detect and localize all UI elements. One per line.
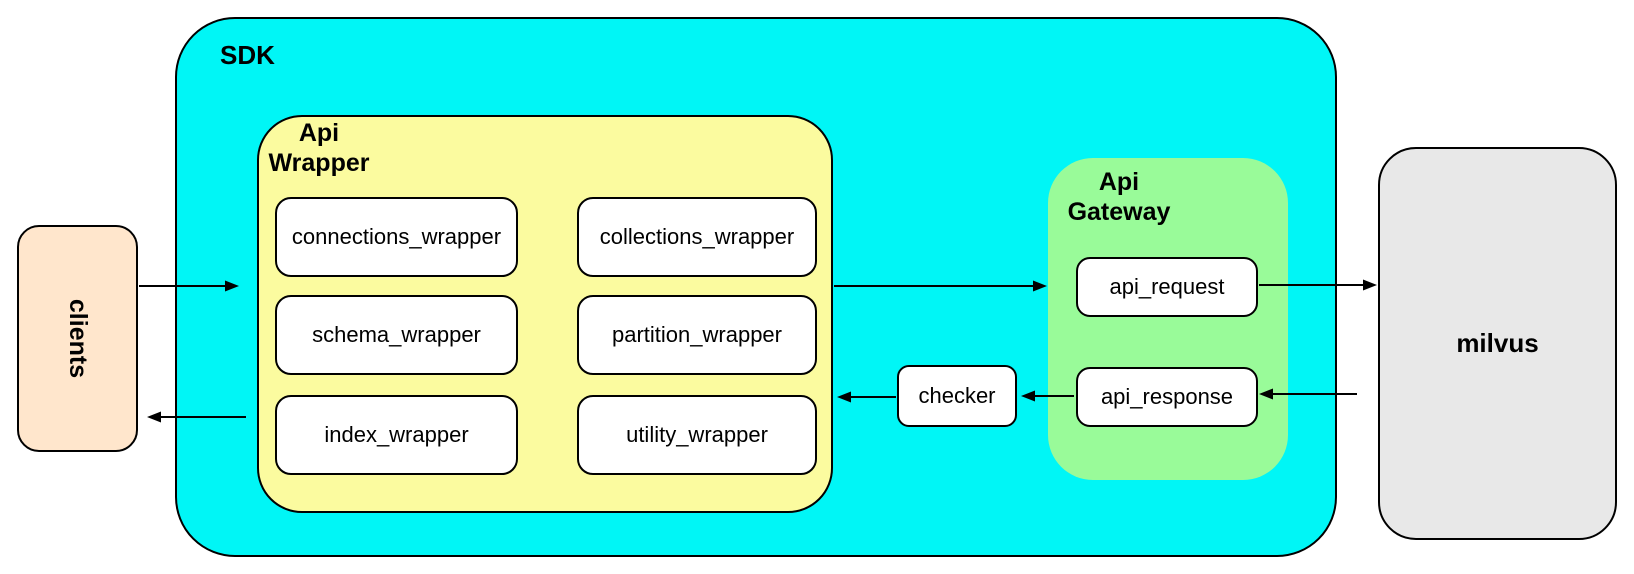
sdk-label: SDK	[220, 40, 275, 70]
api-request-label: api_request	[1109, 274, 1225, 299]
wrapper-box-utility-label: utility_wrapper	[626, 422, 768, 447]
wrapper-box-partition: partition_wrapper	[577, 295, 817, 375]
clients-node: clients	[17, 225, 138, 452]
wrapper-box-schema: schema_wrapper	[275, 295, 518, 375]
checker-label: checker	[918, 383, 996, 408]
milvus-node: milvus	[1378, 147, 1617, 540]
api-gateway-label: Api Gateway	[1067, 168, 1171, 226]
clients-label: clients	[63, 298, 92, 379]
api-wrapper-label: Api Wrapper	[268, 119, 370, 177]
wrapper-box-utility: utility_wrapper	[577, 395, 817, 475]
wrapper-box-index-label: index_wrapper	[324, 422, 469, 447]
wrapper-box-connections: connections_wrapper	[275, 197, 518, 277]
checker-node: checker	[897, 365, 1017, 427]
wrapper-box-index: index_wrapper	[275, 395, 518, 475]
api-response-label: api_response	[1100, 384, 1234, 409]
wrapper-box-schema-label: schema_wrapper	[312, 322, 481, 347]
wrapper-box-collections-label: collections_wrapper	[599, 224, 795, 249]
milvus-label: milvus	[1456, 328, 1539, 358]
wrapper-box-partition-label: partition_wrapper	[612, 322, 782, 347]
api-request-node: api_request	[1076, 257, 1258, 317]
wrapper-box-collections: collections_wrapper	[577, 197, 817, 277]
api-response-node: api_response	[1076, 367, 1258, 427]
wrapper-box-connections-label: connections_wrapper	[291, 224, 502, 249]
